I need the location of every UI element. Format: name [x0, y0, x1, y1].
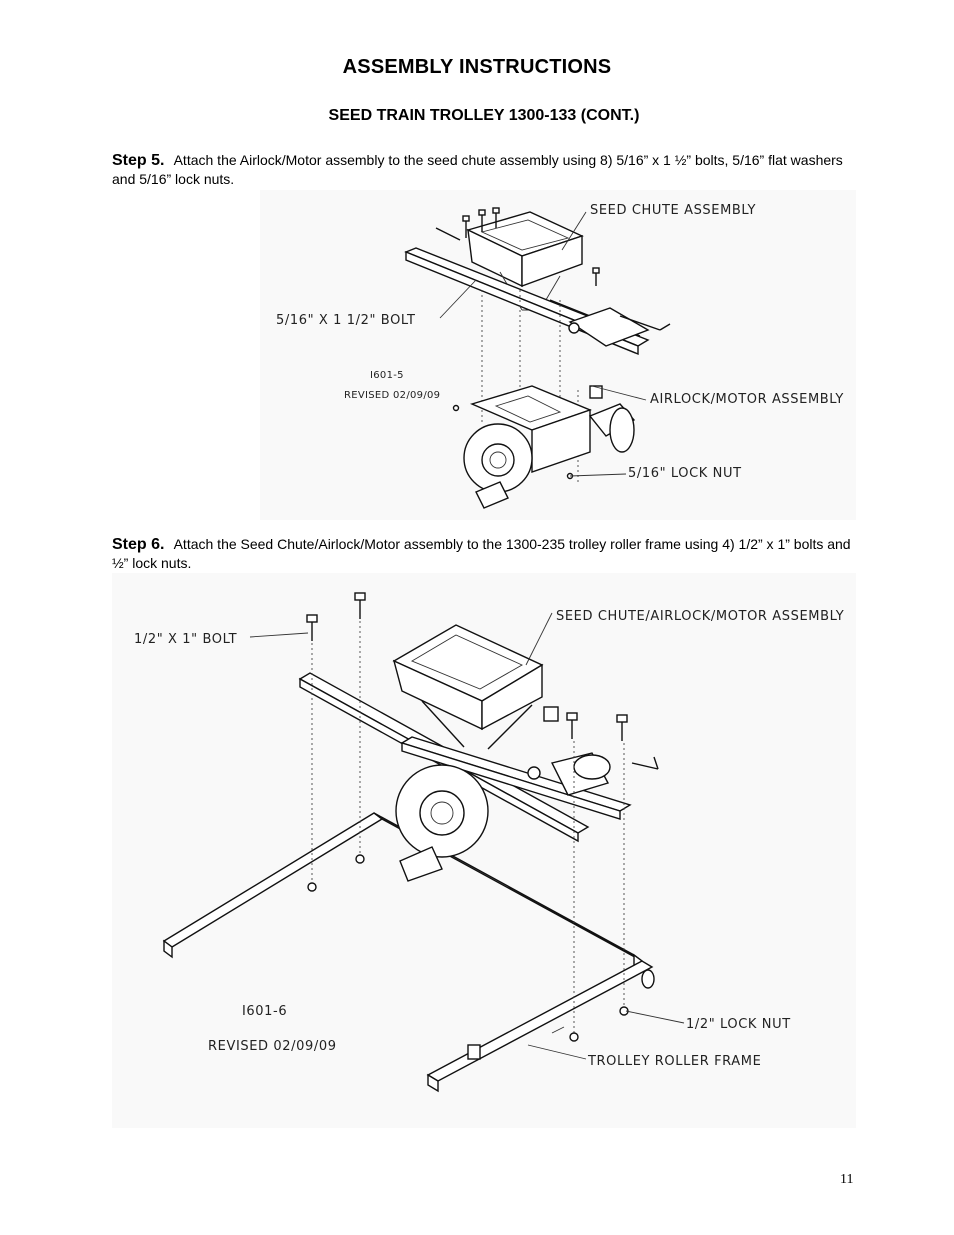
figure-seed-chute-airlock: SEED CHUTE ASSEMBLY 5/16" X 1 1/2" BOLT … [260, 190, 856, 520]
callout-bolt: 5/16" X 1 1/2" BOLT [276, 313, 416, 328]
airlock-motor-drawing [463, 385, 636, 509]
callout-airlock: AIRLOCK/MOTOR ASSEMBLY [650, 392, 844, 407]
page-number: 11 [840, 1172, 854, 1187]
figure-2-drawing: 1/2" X 1" BOLT SEED CHUTE/AIRLOCK/MOTOR … [134, 592, 844, 1093]
callout-bolt: 1/2" X 1" BOLT [134, 632, 237, 647]
step-6-paragraph: Step 6. Attach the Seed Chute/Airlock/Mo… [112, 535, 860, 573]
figure-1-revised: REVISED 02/09/09 [344, 390, 440, 401]
bolts-drawing [462, 207, 600, 286]
figure-trolley-roller-frame: 1/2" X 1" BOLT SEED CHUTE/AIRLOCK/MOTOR … [112, 573, 856, 1128]
step-6-text: Attach the Seed Chute/Airlock/Motor asse… [112, 536, 851, 571]
callout-lock-nut: 1/2" LOCK NUT [686, 1017, 791, 1032]
figure-2-revised: REVISED 02/09/09 [208, 1039, 337, 1054]
callout-seed-chute: SEED CHUTE ASSEMBLY [590, 203, 756, 218]
callout-lock-nut: 5/16" LOCK NUT [628, 466, 742, 481]
section-subtitle: SEED TRAIN TROLLEY 1300-133 (CONT.) [328, 107, 640, 124]
step-6-label: Step 6. [112, 536, 165, 553]
step-5-label: Step 5. [112, 152, 165, 169]
figure-2-drawing-id: I601-6 [242, 1004, 287, 1019]
page-title: ASSEMBLY INSTRUCTIONS [342, 56, 612, 78]
figure-1-drawing-id: I601-5 [370, 370, 404, 381]
figure-1-drawing: SEED CHUTE ASSEMBLY 5/16" X 1 1/2" BOLT … [276, 203, 844, 509]
step-5-text: Attach the Airlock/Motor assembly to the… [112, 152, 843, 187]
callout-frame: TROLLEY ROLLER FRAME [587, 1054, 761, 1069]
frame-rail-drawing [404, 227, 671, 356]
assembly-drawing [392, 624, 611, 882]
callout-assembly: SEED CHUTE/AIRLOCK/MOTOR ASSEMBLY [556, 609, 844, 624]
bolts-drawing [306, 592, 628, 741]
step-5-paragraph: Step 5. Attach the Airlock/Motor assembl… [112, 151, 860, 189]
